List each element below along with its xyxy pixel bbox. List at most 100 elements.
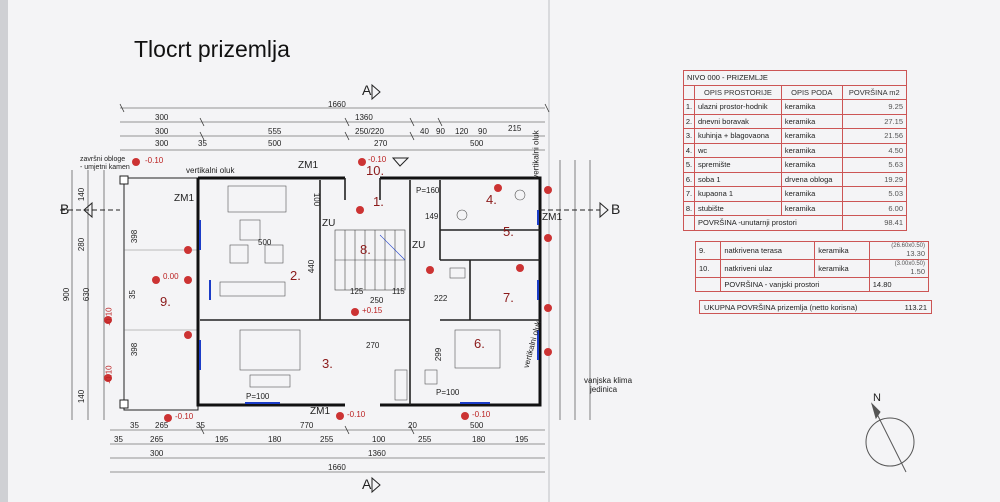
dim-inner-100: 100 bbox=[312, 192, 322, 207]
dim-top-1360: 1360 bbox=[355, 113, 373, 122]
dim-left-900: 900 bbox=[62, 287, 72, 302]
dim-bot2-255: 255 bbox=[320, 435, 334, 444]
level-left-1: -0.10 bbox=[104, 307, 114, 326]
dim-inner-299: 299 bbox=[434, 347, 444, 362]
north-arrow bbox=[865, 402, 915, 473]
dim-bot2-35: 35 bbox=[114, 435, 123, 444]
dim-bot-20: 20 bbox=[408, 421, 417, 430]
label-p160: P=160 bbox=[416, 186, 440, 195]
room-6: 6. bbox=[474, 336, 485, 351]
dim-top-total: 1660 bbox=[328, 100, 346, 109]
dim-bot2-255b: 255 bbox=[418, 435, 432, 444]
dim-row3-300: 300 bbox=[155, 139, 169, 148]
dim-inner-500: 500 bbox=[258, 238, 272, 247]
dim-top-120: 120 bbox=[455, 127, 469, 136]
dim-left-280: 280 bbox=[77, 237, 87, 252]
dim-bot2-100: 100 bbox=[372, 435, 386, 444]
col-header-floor: OPIS PODA bbox=[780, 84, 843, 100]
dim-top-250: 250/220 bbox=[355, 127, 384, 136]
outer-total-value: 14.80 bbox=[868, 277, 930, 292]
level-bottom: -0.10 bbox=[347, 410, 366, 419]
grand-total-label: UKUPNA POVRŠINA prizemlja (netto korisna… bbox=[704, 302, 858, 312]
dim-top-90: 90 bbox=[436, 127, 445, 136]
label-zm1-left: ZM1 bbox=[174, 193, 194, 204]
drawing-title: Tlocrt prizemlja bbox=[134, 36, 290, 62]
dim-bot-265: 265 bbox=[155, 421, 169, 430]
dim-bot2-180b: 180 bbox=[472, 435, 486, 444]
dim-top-215: 215 bbox=[508, 124, 522, 133]
dim-bot2-180: 180 bbox=[268, 435, 282, 444]
dim-bot-500: 500 bbox=[470, 421, 484, 430]
room-8: 8. bbox=[360, 242, 371, 257]
dim-left-140b: 140 bbox=[77, 389, 87, 404]
dim-row2-270: 270 bbox=[374, 139, 388, 148]
grand-total-value: 113.21 bbox=[904, 302, 927, 312]
area-table: NIVO 000 - PRIZEMLJE OPIS PROSTORIJE OPI… bbox=[683, 70, 908, 231]
dim-top-90b: 90 bbox=[478, 127, 487, 136]
label-klima-2: jedinica bbox=[590, 385, 618, 394]
section-b-right: B bbox=[611, 201, 621, 217]
label-p100-a: P=100 bbox=[246, 392, 270, 401]
table-title: NIVO 000 - PRIZEMLJE bbox=[683, 70, 907, 86]
label-klima-1: vanjska klima bbox=[584, 376, 633, 385]
dim-inner-440: 440 bbox=[307, 259, 317, 274]
dim-bot-35: 35 bbox=[130, 421, 139, 430]
label-zu-2: ZU bbox=[412, 240, 426, 251]
section-a-bottom: A bbox=[362, 476, 372, 492]
label-finish-2: - umjetni kamen bbox=[80, 164, 130, 171]
dim-inner-125: 125 bbox=[350, 287, 364, 296]
label-vert-oluk: vertikalni oluk bbox=[186, 166, 235, 175]
north-label: N bbox=[873, 392, 881, 404]
dim-row2-500: 500 bbox=[268, 139, 282, 148]
level-br: -0.10 bbox=[472, 410, 491, 419]
outer-area-table: 9. natkrivena terasa keramika (26.60x0.5… bbox=[694, 241, 930, 292]
dim-bot-770: 770 bbox=[300, 421, 314, 430]
dim-row3-35: 35 bbox=[198, 139, 207, 148]
room-3: 3. bbox=[322, 356, 333, 371]
room-9: 9. bbox=[160, 294, 171, 309]
table-row: 9. natkrivena terasa keramika (26.60x0.5… bbox=[694, 241, 930, 260]
dim-left-140: 140 bbox=[77, 187, 87, 202]
room-5: 5. bbox=[503, 224, 514, 239]
table-row: 10. natkriveni ulaz keramika (3.00x0.50)… bbox=[694, 259, 930, 278]
dim-row2-555: 555 bbox=[268, 127, 282, 136]
room-1: 1. bbox=[373, 194, 384, 209]
level-terrace: 0.00 bbox=[163, 272, 179, 281]
dim-bot2-195b: 195 bbox=[515, 435, 529, 444]
level-bl: -0.10 bbox=[175, 412, 194, 421]
dim-left-35: 35 bbox=[127, 290, 137, 299]
dim-bot-35b: 35 bbox=[196, 421, 205, 430]
dim-inner-149: 149 bbox=[425, 212, 439, 221]
label-vert-oluk-top: vertikalni oluk bbox=[531, 130, 541, 179]
dim-bot3-300: 300 bbox=[150, 449, 164, 458]
label-zm1-top: ZM1 bbox=[298, 160, 318, 171]
dim-inner-270: 270 bbox=[366, 341, 380, 350]
sheet-fold bbox=[548, 0, 550, 502]
label-zm1-bottom: ZM1 bbox=[310, 406, 330, 417]
dim-bot2-265: 265 bbox=[150, 435, 164, 444]
dim-bot3-1360: 1360 bbox=[368, 449, 386, 458]
level-inner: +0.15 bbox=[362, 306, 383, 315]
level-left-2: -0.10 bbox=[104, 365, 114, 384]
dim-inner-250: 250 bbox=[370, 296, 384, 305]
dim-bot-total: 1660 bbox=[328, 463, 346, 472]
col-header-area: POVRŠINA m2 bbox=[841, 84, 908, 100]
subtotal-row: POVRŠINA -unutarnji prostori 98.41 bbox=[683, 215, 908, 231]
section-b-left: B bbox=[60, 201, 70, 217]
dim-left-398: 398 bbox=[130, 229, 140, 244]
label-zu-1: ZU bbox=[322, 218, 336, 229]
section-a-top: A bbox=[362, 82, 372, 98]
dim-inner-222: 222 bbox=[434, 294, 448, 303]
room-7: 7. bbox=[503, 290, 514, 305]
dim-top-40: 40 bbox=[420, 127, 429, 136]
grand-total: UKUPNA POVRŠINA prizemlja (netto korisna… bbox=[699, 300, 932, 314]
room-4: 4. bbox=[486, 192, 497, 207]
label-p100-b: P=100 bbox=[436, 388, 460, 397]
